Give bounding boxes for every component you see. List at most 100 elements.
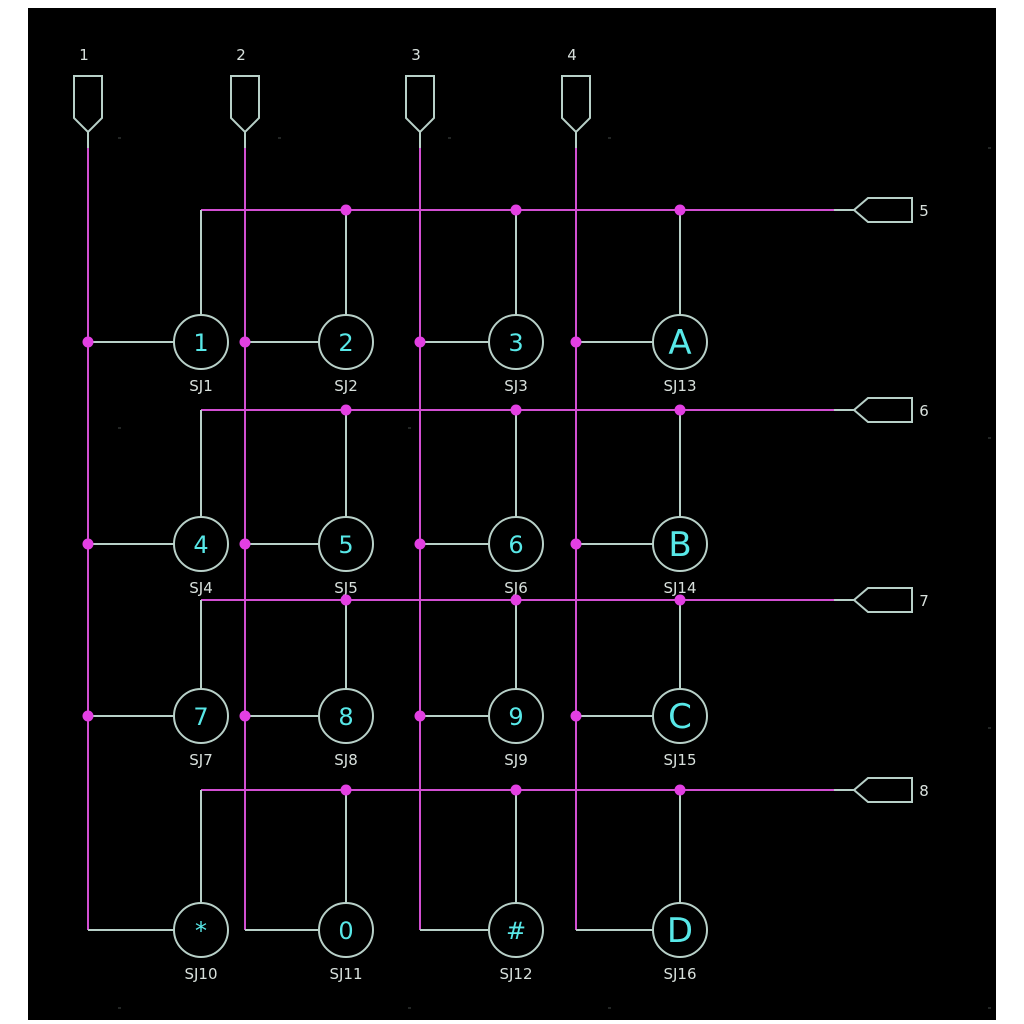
key-switch-symbol [173,688,229,744]
row-port-5: 5 [834,197,929,223]
key-sj16: D SJ16 [576,790,708,983]
row-port-label: 5 [919,202,929,220]
junction-dot [340,204,352,216]
junction-dot [82,336,94,348]
key-label: D [667,911,693,951]
column-port-label: 2 [236,46,246,64]
key-switch-symbol [488,516,544,572]
column-port-3: 3 [405,46,435,148]
key-reference: SJ16 [663,965,696,983]
key-sj13: A SJ13 [576,210,708,395]
junction-dot [414,710,426,722]
key-label: 2 [338,329,353,357]
junction-dot [510,784,522,796]
junction-dot [570,336,582,348]
column-port-2: 2 [230,46,260,148]
key-reference: SJ10 [184,965,217,983]
row-port-6: 6 [834,397,929,423]
row-port-label: 6 [919,402,929,420]
key-switch-symbol [173,314,229,370]
key-label: 1 [193,329,208,357]
key-label: 8 [338,703,353,731]
column-port-label: 4 [567,46,577,64]
column-port-label: 3 [411,46,421,64]
key-switch-symbol [488,902,544,958]
key-label: 9 [508,703,523,731]
row-port-label: 7 [919,592,929,610]
key-label: A [668,323,691,363]
junction-dot [674,404,686,416]
row-port-symbol [852,397,913,423]
key-reference: SJ3 [504,377,528,395]
key-switch-symbol [318,902,374,958]
key-reference: SJ2 [334,377,358,395]
junction-dot [570,710,582,722]
column-port-symbol [230,75,260,134]
key-layer: 1SJ12SJ23SJ3ASJ134SJ45SJ56SJ6BSJ147SJ78S… [88,210,708,983]
junction-dot [674,204,686,216]
junction-dot [674,594,686,606]
junction-dot [239,538,251,550]
key-reference: SJ14 [663,579,696,597]
key-label: 7 [193,703,208,731]
junction-dot [340,594,352,606]
port-layer: 1 2 3 4 5 6 7 8 [73,46,929,803]
junction-dot [239,710,251,722]
key-switch-symbol [652,902,708,958]
wire-layer [87,137,991,1009]
junction-dot [510,204,522,216]
row-port-7: 7 [834,587,929,613]
key-reference: SJ9 [504,751,528,769]
junction-dot [340,784,352,796]
junction-dot [82,710,94,722]
key-switch-symbol [318,516,374,572]
row-port-label: 8 [919,782,929,800]
key-switch-symbol [652,688,708,744]
key-switch-symbol [488,314,544,370]
key-reference: SJ6 [504,579,528,597]
junction-layer [82,204,686,796]
key-label: C [668,697,692,737]
key-reference: SJ4 [189,579,213,597]
column-port-4: 4 [561,46,591,148]
key-sj10: *SJ10 [88,790,229,983]
key-reference: SJ15 [663,751,696,769]
junction-dot [510,594,522,606]
key-switch-symbol [318,688,374,744]
key-reference: SJ5 [334,579,358,597]
key-sj14: B SJ14 [576,410,708,597]
junction-dot [674,784,686,796]
key-reference: SJ8 [334,751,358,769]
junction-dot [510,404,522,416]
key-label: 3 [508,329,523,357]
key-switch-symbol [488,688,544,744]
key-switch-symbol [652,516,708,572]
junction-dot [570,538,582,550]
key-label: 5 [338,531,353,559]
key-switch-symbol [318,314,374,370]
row-port-symbol [852,197,913,223]
key-label: B [668,525,691,565]
key-reference: SJ13 [663,377,696,395]
key-reference: SJ1 [189,377,213,395]
row-port-symbol [852,777,913,803]
junction-dot [414,336,426,348]
junction-dot [82,538,94,550]
key-reference: SJ11 [329,965,362,983]
key-label: 0 [338,917,353,945]
key-reference: SJ12 [499,965,532,983]
junction-dot [239,336,251,348]
column-port-symbol [561,75,591,134]
row-port-symbol [852,587,913,613]
column-port-symbol [405,75,435,134]
